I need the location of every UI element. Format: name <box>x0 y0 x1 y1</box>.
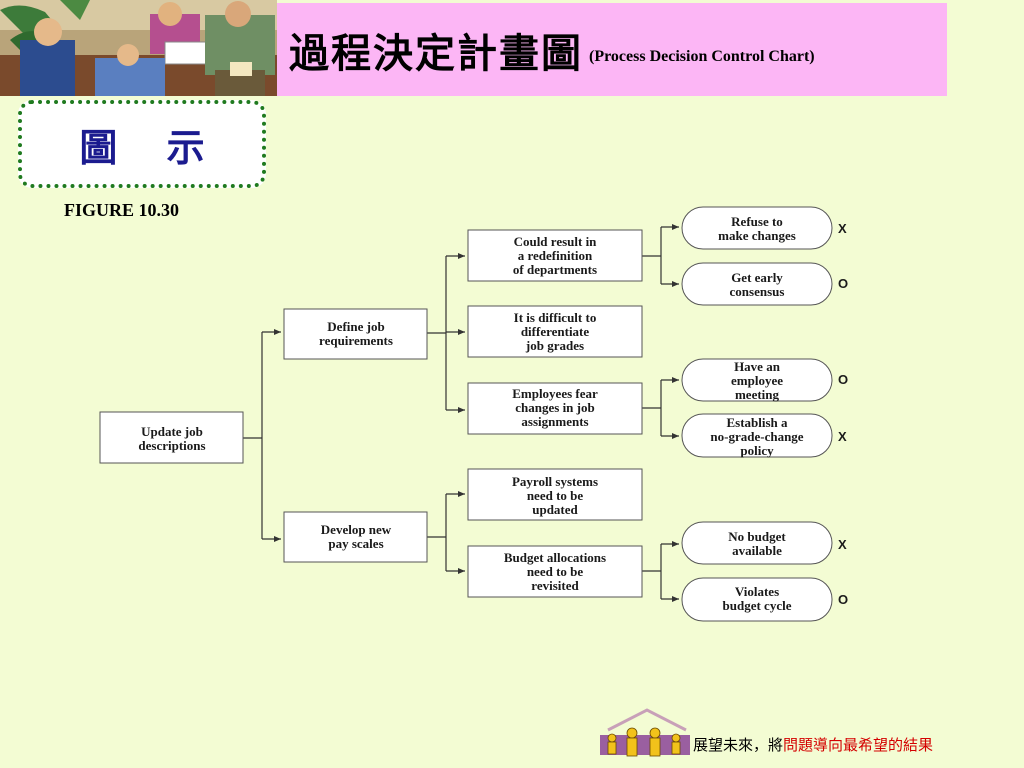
outcome-marks: X O O X X O <box>838 221 848 607</box>
node-l2-1-box <box>467 305 643 358</box>
node-l3-5-box <box>681 577 833 622</box>
mark-3: X <box>838 429 847 444</box>
figure-label: FIGURE 10.30 <box>64 200 180 220</box>
connectors-root <box>243 329 281 542</box>
corner-clipart-photo <box>0 0 277 96</box>
title-chinese: 過程決定計畫圖 <box>289 29 583 77</box>
family-house-icon <box>600 708 690 757</box>
connectors-level1 <box>427 253 465 574</box>
mark-5: O <box>838 592 848 607</box>
mark-0: X <box>838 221 847 236</box>
node-l2-2-box <box>467 382 643 435</box>
node-l3-4-box <box>681 521 833 565</box>
connectors-level2 <box>642 224 679 602</box>
footer-slogan: 展望未來，將問題導向最希望的結果 <box>693 734 933 755</box>
mark-2: O <box>838 372 848 387</box>
mark-4: X <box>838 537 847 552</box>
node-boxes <box>99 206 833 622</box>
node-l3-2-box <box>681 358 833 402</box>
node-l3-0-box <box>681 206 833 250</box>
node-l3-1-box <box>681 262 833 306</box>
node-l3-3-box <box>681 413 833 458</box>
node-l1-1-box <box>283 511 428 563</box>
title-english: (Process Decision Control Chart) <box>589 47 815 65</box>
node-l2-0-box <box>467 229 643 282</box>
mark-1: O <box>838 276 848 291</box>
section-label-box: 圖 示 <box>18 100 266 188</box>
footer-text-black: 展望未來，將 <box>693 736 784 754</box>
footer-text-red: 問題導向最希望的結果 <box>783 736 934 754</box>
node-l1-0-box <box>283 308 428 360</box>
node-l2-3-box <box>467 468 643 521</box>
node-root-box <box>99 411 244 464</box>
title-bar: 過程決定計畫圖 (Process Decision Control Chart) <box>277 3 947 96</box>
node-l2-4-box <box>467 545 643 598</box>
section-label: 圖 示 <box>79 124 223 170</box>
